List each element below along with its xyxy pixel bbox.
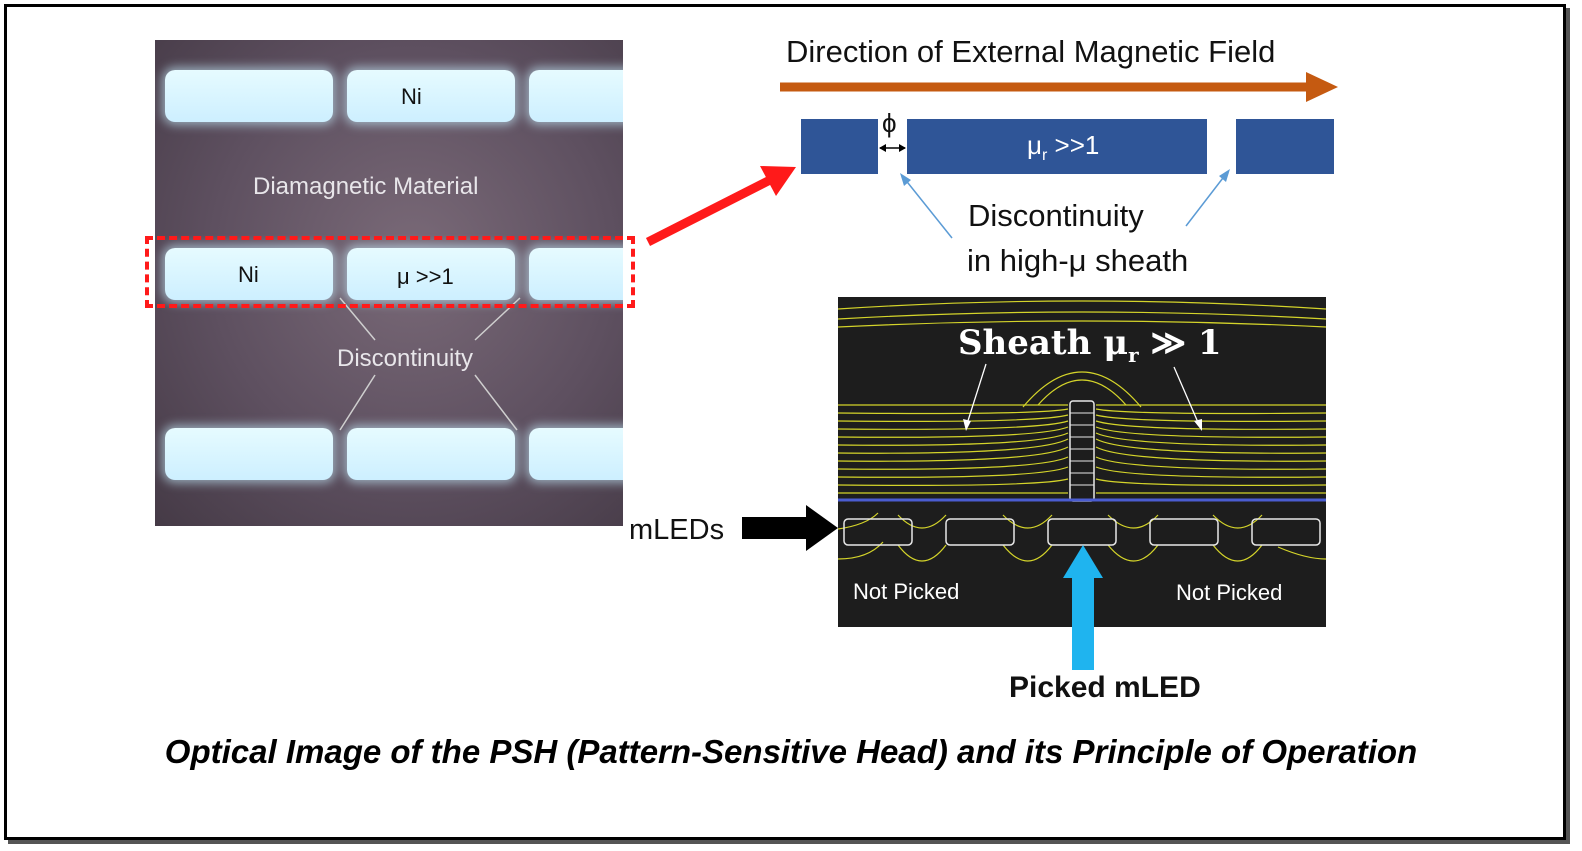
not-picked-left-label: Not Picked	[853, 579, 960, 604]
ni-pad-label: Ni	[238, 262, 259, 287]
mleds-label: mLEDs	[629, 514, 725, 546]
picked-mled-label: Picked mLED	[1009, 671, 1201, 704]
ni-pad-label: Ni	[401, 84, 422, 109]
discontinuity-line2: in high-μ sheath	[967, 243, 1189, 278]
mu-label: μr >>1	[1027, 130, 1100, 165]
field-simulation-image: Sheath μr ≫ 1 Not Picked Not Picked	[838, 297, 1326, 627]
ni-pad	[529, 428, 623, 480]
figure-frame	[4, 4, 1566, 840]
optical-image: Ni Diamagnetic Material Ni μ >>1 Discont…	[155, 40, 623, 526]
ni-pad	[529, 70, 623, 122]
not-picked-right-label: Not Picked	[1176, 580, 1283, 605]
ni-pad	[529, 248, 623, 300]
ni-pad	[347, 248, 515, 300]
field-direction-label: Direction of External Magnetic Field	[786, 34, 1276, 69]
sheath-segment	[907, 119, 1207, 174]
ni-pad	[347, 428, 515, 480]
discontinuity-label: Discontinuity	[337, 345, 474, 372]
ni-pad	[347, 70, 515, 122]
selection-box	[145, 236, 635, 308]
sheath-segment	[801, 119, 878, 174]
diamagnetic-material-label: Diamagnetic Material	[253, 173, 479, 200]
sheath-label: Sheath μr ≫ 1	[958, 323, 1222, 367]
discontinuity-line1: Discontinuity	[968, 198, 1144, 233]
figure-caption: Optical Image of the PSH (Pattern-Sensit…	[164, 733, 1418, 770]
ni-pad	[165, 428, 333, 480]
gap-symbol: ϕ	[882, 108, 897, 138]
ni-pad	[165, 248, 333, 300]
sheath-segment	[1236, 119, 1334, 174]
mu-pad-label: μ >>1	[397, 264, 454, 289]
ni-pad	[165, 70, 333, 122]
field-lines	[838, 300, 1326, 562]
